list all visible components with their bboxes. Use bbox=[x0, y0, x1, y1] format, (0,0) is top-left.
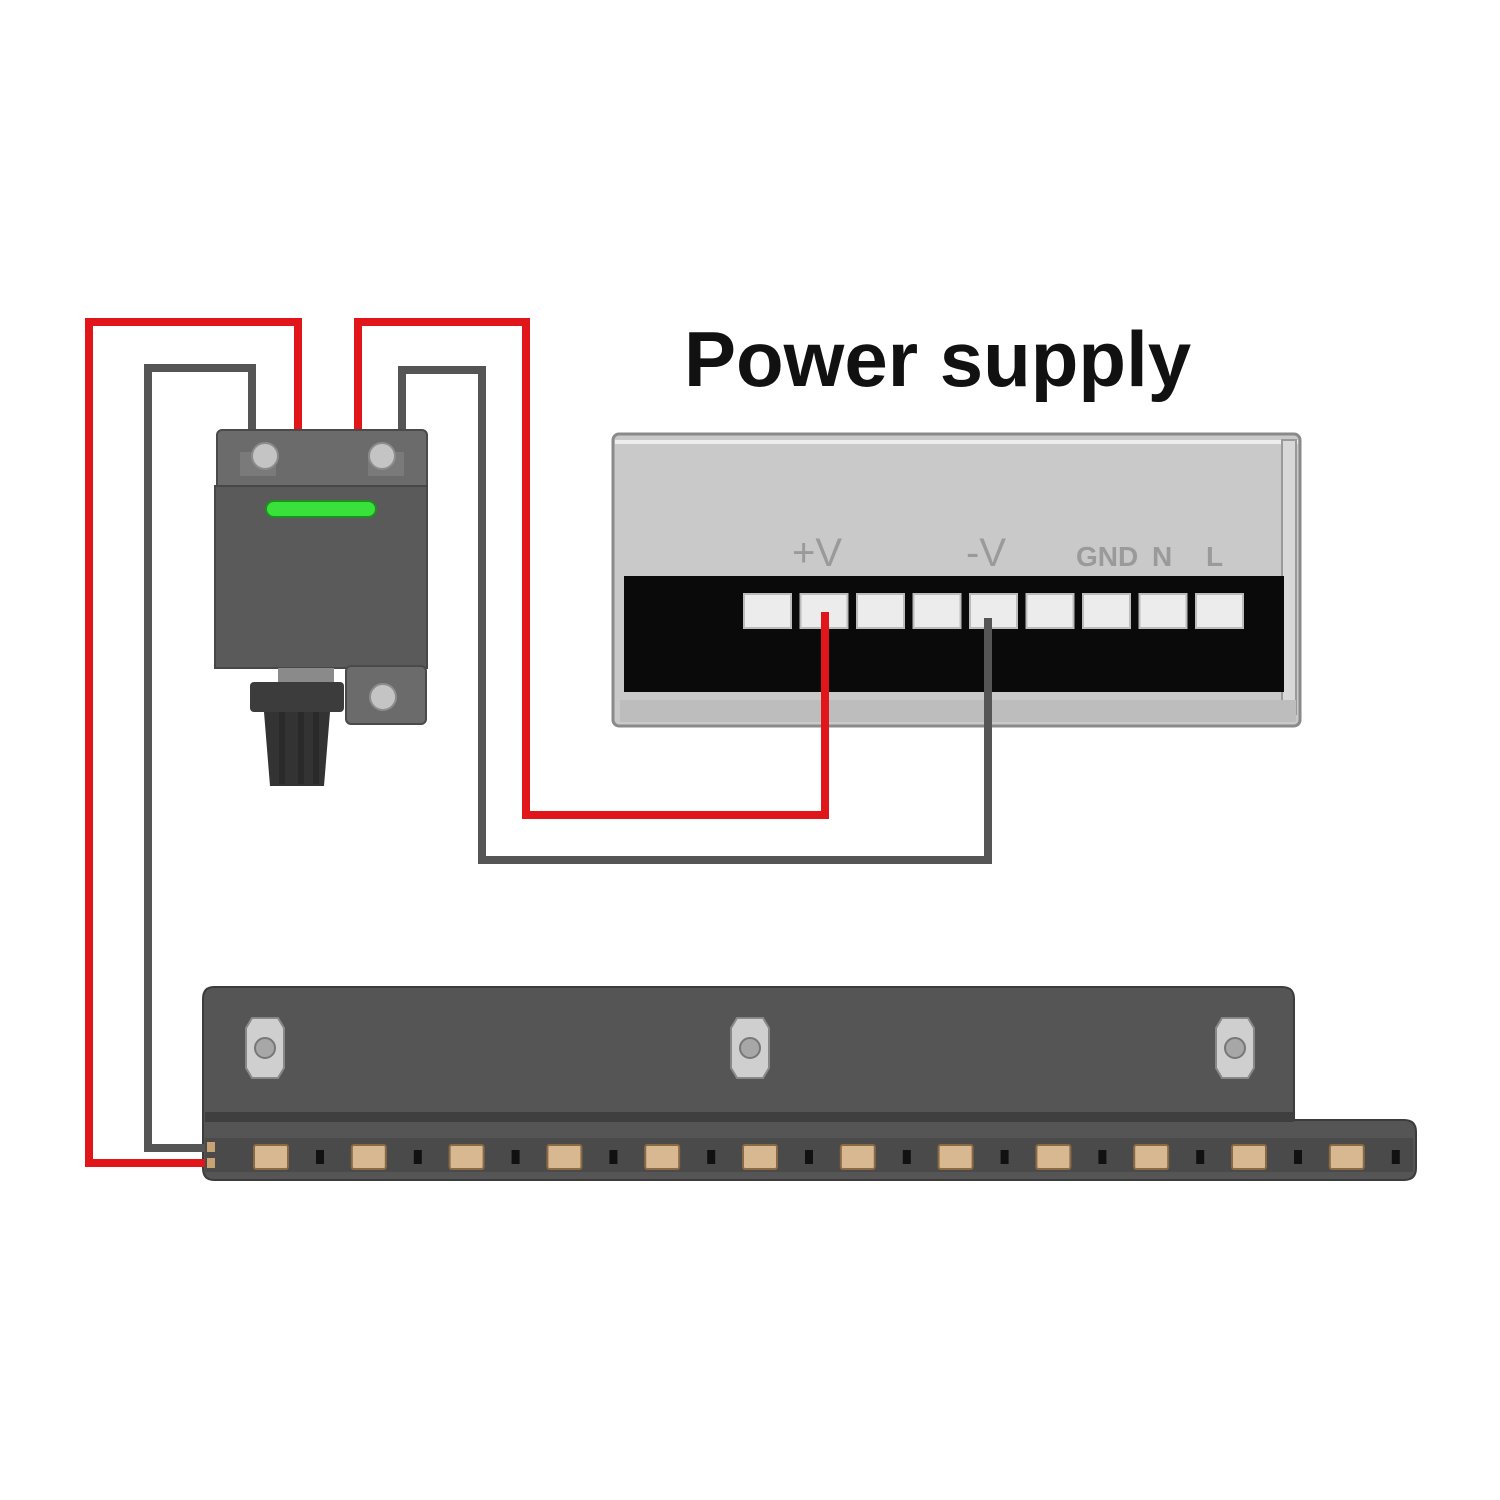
resistor bbox=[1196, 1150, 1205, 1164]
led-chip bbox=[937, 1144, 974, 1170]
dimmer-controller bbox=[214, 429, 428, 786]
positive-wire-to-supply bbox=[354, 318, 829, 819]
terminal-label-ground: GND bbox=[1076, 541, 1138, 572]
power-supply-unit: +V -V GND N L bbox=[611, 432, 1302, 728]
led-chip bbox=[253, 1144, 289, 1170]
terminal-screw bbox=[743, 593, 792, 629]
mount-clip bbox=[730, 1017, 770, 1079]
led-chip bbox=[742, 1144, 778, 1170]
terminal-screw bbox=[912, 593, 962, 629]
terminal-screw bbox=[1025, 593, 1075, 629]
led-chip bbox=[1133, 1144, 1170, 1170]
positive-wire-to-strip bbox=[85, 318, 302, 1167]
terminal-row bbox=[743, 593, 1244, 629]
wiring bbox=[85, 318, 992, 1167]
negative-wire-to-strip bbox=[144, 364, 256, 1152]
terminal-screw bbox=[1082, 593, 1131, 629]
resistor bbox=[1098, 1150, 1107, 1164]
resistor bbox=[413, 1150, 422, 1164]
led-strip-assembly bbox=[202, 986, 1417, 1181]
aluminium-channel bbox=[202, 986, 1417, 1181]
green-led-icon bbox=[265, 500, 377, 518]
resistor bbox=[609, 1150, 618, 1164]
terminal-label-neutral: N bbox=[1152, 541, 1172, 572]
rotary-knob-icon[interactable] bbox=[250, 668, 344, 786]
led-chip bbox=[1328, 1144, 1365, 1170]
led-row bbox=[253, 1144, 1400, 1170]
resistor bbox=[1294, 1150, 1302, 1164]
resistor bbox=[511, 1150, 520, 1164]
mount-clip bbox=[245, 1017, 285, 1079]
terminal-screw bbox=[856, 593, 905, 629]
resistor bbox=[707, 1150, 716, 1164]
mount-clip bbox=[1215, 1017, 1255, 1079]
terminal-label-live: L bbox=[1206, 541, 1223, 572]
resistor bbox=[805, 1150, 813, 1164]
resistor bbox=[1391, 1150, 1400, 1164]
terminal-screw bbox=[969, 593, 1018, 629]
screw-icon bbox=[251, 442, 279, 470]
resistor bbox=[316, 1150, 324, 1164]
resistor bbox=[1000, 1150, 1009, 1164]
page-title: Power supply bbox=[684, 315, 1191, 403]
led-chip bbox=[839, 1144, 876, 1170]
solder-pad bbox=[207, 1158, 215, 1168]
terminal-label-positive: +V bbox=[792, 531, 842, 575]
led-chip bbox=[1035, 1144, 1072, 1170]
terminal-label-negative: -V bbox=[966, 531, 1006, 575]
resistor bbox=[902, 1150, 911, 1164]
led-chip bbox=[350, 1144, 387, 1170]
screw-icon bbox=[369, 683, 397, 711]
terminal-screw bbox=[1138, 593, 1188, 629]
led-chip bbox=[1231, 1144, 1267, 1170]
negative-wire-to-supply bbox=[398, 366, 992, 864]
screw-icon bbox=[368, 442, 396, 470]
led-chip bbox=[448, 1144, 485, 1170]
led-chip bbox=[644, 1144, 681, 1170]
solder-pad bbox=[207, 1142, 215, 1152]
terminal-screw bbox=[1195, 593, 1244, 629]
led-chip bbox=[546, 1144, 583, 1170]
